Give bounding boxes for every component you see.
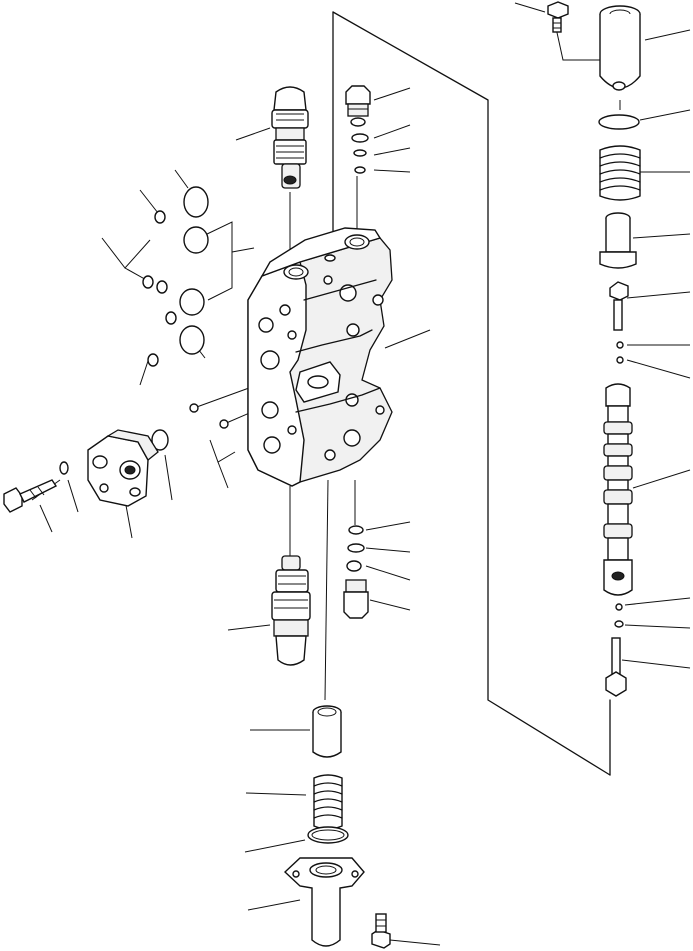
small-rings-lower [614,603,624,628]
spring-upper [599,145,641,201]
plug-lower [343,525,369,619]
spool-cap [599,5,641,91]
o-rings-left [142,186,229,451]
check-spring [313,774,343,830]
leader-lines [39,2,691,946]
relief-valve-lower [271,555,311,666]
flange-block [87,429,159,507]
check-valve-cover [283,857,365,947]
spool-retainer-bolt [547,1,569,33]
relief-valve-upper [271,86,309,189]
spool [603,383,633,596]
plug-upper [345,85,371,174]
small-rings-upper [616,341,624,364]
o-ring-cap [598,114,640,130]
flange-bolt [3,461,69,513]
o-ring-cover [307,826,349,844]
check-poppet [312,705,342,758]
spool-stopper-bolt [609,281,629,331]
cover-bolt [371,913,391,949]
spool-end-bolt [605,637,627,697]
spring-seat-upper [599,212,637,269]
valve-body [247,227,393,487]
